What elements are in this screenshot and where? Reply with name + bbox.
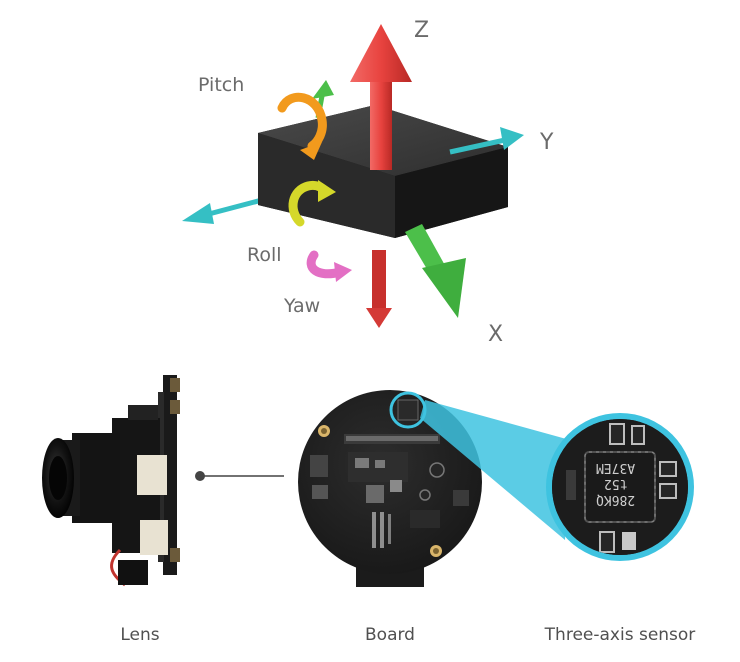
chip-text-line2: t52 bbox=[604, 476, 628, 491]
y-axis-label: Y bbox=[540, 130, 554, 155]
yaw-rotation-arrow bbox=[306, 250, 352, 282]
pitch-rotation-arrow bbox=[277, 92, 327, 160]
z-axis-upper-arrow bbox=[350, 24, 412, 170]
pitch-label: Pitch bbox=[198, 74, 245, 96]
chip-text-line1: A37EM bbox=[596, 460, 636, 475]
z-axis-label: Z bbox=[414, 18, 430, 43]
sensor-caption: Three-axis sensor bbox=[544, 625, 696, 645]
roll-rotation-arrow bbox=[288, 180, 336, 227]
z-axis-lower bbox=[366, 250, 392, 328]
y-axis-right-arrow bbox=[449, 127, 524, 155]
highlight-beam bbox=[420, 400, 570, 540]
yaw-label: Yaw bbox=[284, 295, 321, 317]
lens-module bbox=[42, 375, 180, 587]
x-axis-arrow bbox=[405, 224, 466, 318]
chip-text-line3: 286KQ bbox=[596, 492, 636, 507]
x-axis-label: X bbox=[488, 322, 504, 347]
sensor-zoom bbox=[546, 413, 694, 561]
round-pcb-board bbox=[298, 390, 482, 587]
board-caption: Board bbox=[365, 625, 415, 645]
lens-caption: Lens bbox=[120, 625, 160, 645]
roll-label: Roll bbox=[247, 244, 282, 266]
lens-connector-line bbox=[195, 471, 284, 481]
